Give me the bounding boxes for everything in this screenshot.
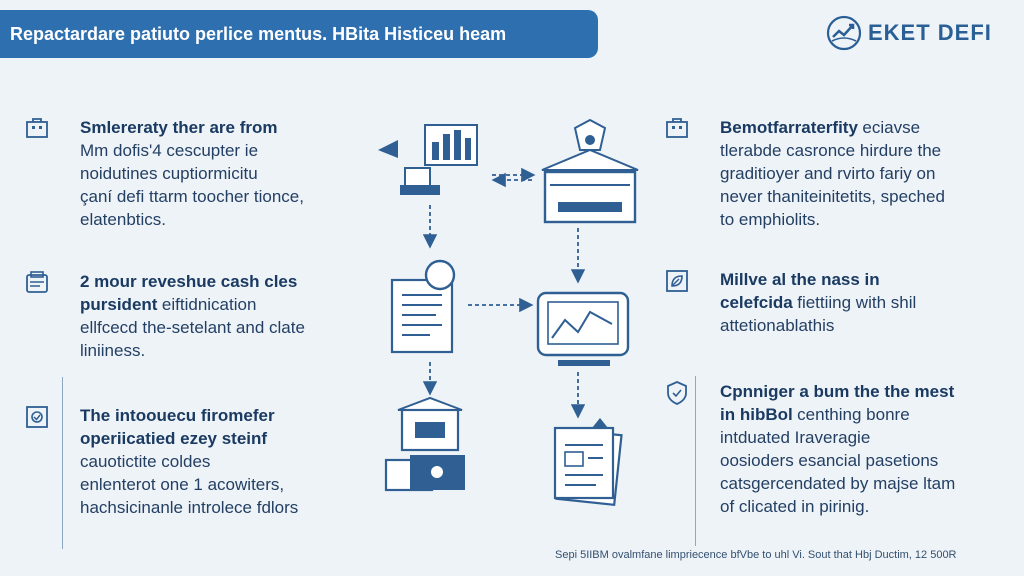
shield-icon (664, 380, 690, 406)
ledger-chart-icon (378, 125, 477, 195)
left-divider (62, 377, 63, 549)
document-icon (392, 261, 454, 352)
brand-logo: EKET DEFI (826, 14, 992, 52)
briefcase-icon (24, 116, 50, 142)
block-text: never thaniteinitetits, speched (720, 185, 1010, 208)
block-text: liniiness. (80, 339, 380, 362)
globe-chart-icon (826, 15, 862, 51)
footer-note: Sepi 5IIBM ovalmfane limpriecence bfVbe … (555, 549, 957, 561)
briefcase-icon (664, 116, 690, 142)
block-heading: Millve al the nass in (720, 268, 1010, 291)
block-text: intduated Iraveragie (720, 426, 1010, 449)
leaf-icon (664, 268, 690, 294)
block-text: noidutines cuptiormicitu (80, 162, 380, 185)
block-text: hachsicinanle introlece fdlors (80, 496, 380, 519)
block-text: graditioyer and rvirto fariy on (720, 162, 1010, 185)
wallet-icon (24, 270, 50, 296)
block-text: ellfcecd the-setelant and clate (80, 316, 380, 339)
block-heading: pursident (80, 295, 157, 314)
block-text: çaní defi ttarm toocher tionce, (80, 185, 380, 208)
block-heading: Bemotfarraterfity (720, 118, 858, 137)
block-text: cauotictite coldes (80, 450, 380, 473)
logo-text: EKET DEFI (868, 20, 992, 46)
block-heading: The intoouecu firomefer (80, 404, 380, 427)
block-heading: Smlereraty ther are from (80, 116, 380, 139)
report-stack-icon (555, 418, 621, 505)
block-heading: celefcida (720, 293, 793, 312)
block-text: tlerabde casronce hirdure the (720, 139, 1010, 162)
block-text: enlenterot one 1 acowiters, (80, 473, 380, 496)
exchange-terminal-icon (386, 398, 465, 490)
right-divider (695, 376, 696, 546)
block-heading: in hibBol (720, 405, 793, 424)
block-text: Mm dofis'4 cescupter ie (80, 139, 380, 162)
block-heading: Cpnniger a bum the the mest (720, 380, 1010, 403)
block-text: attetionablathis (720, 314, 1010, 337)
block-text: eciavse (862, 118, 920, 137)
block-text: catsgercendated by majse ltam (720, 472, 1010, 495)
block-text: to emphiolits. (720, 208, 1010, 231)
block-text: elatenbtics. (80, 208, 380, 231)
block-text: of clicated in pirinig. (720, 495, 1010, 518)
trading-screen-icon (538, 293, 628, 366)
bank-building-icon (542, 120, 638, 222)
flow-diagram (360, 110, 660, 540)
block-heading: operiicatied ezey steinf (80, 427, 380, 450)
block-text: oosioders esancial pasetions (720, 449, 1010, 472)
block-heading: 2 mour reveshue cash cles (80, 270, 380, 293)
page-title: Repactardare patiuto perlice mentus. HBi… (0, 24, 506, 45)
badge-icon (24, 404, 50, 430)
title-banner: Repactardare patiuto perlice mentus. HBi… (0, 10, 598, 58)
block-text: eiftidnication (162, 295, 257, 314)
block-text: fiettiing with shil (797, 293, 916, 312)
block-text: centhing bonre (797, 405, 909, 424)
